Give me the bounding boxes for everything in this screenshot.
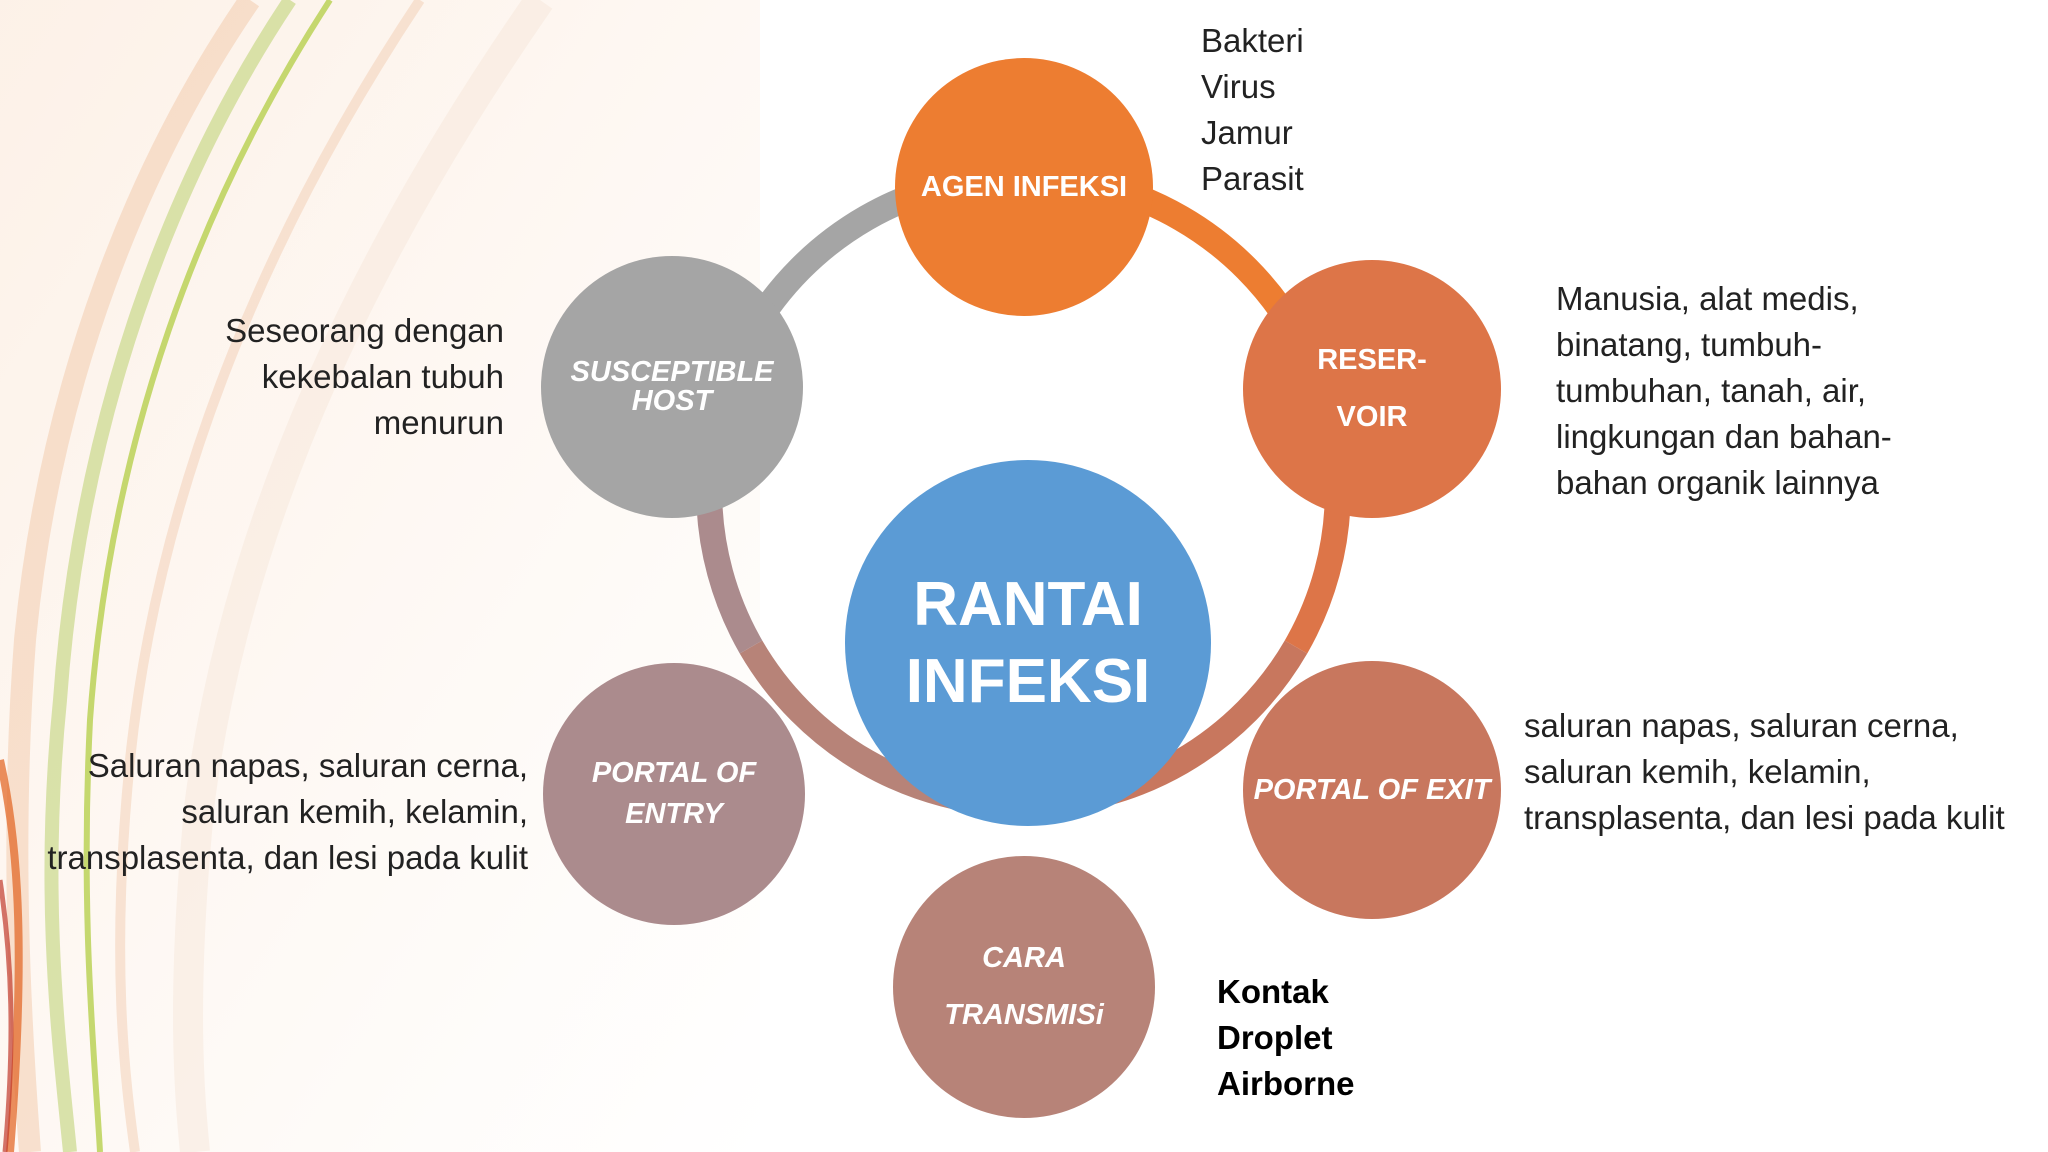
note-transmisi-line: Airborne bbox=[1217, 1065, 1355, 1102]
note-exit-line: transplasenta, dan lesi pada kulit bbox=[1524, 799, 2005, 836]
node-agen-infeksi: AGEN INFEKSI bbox=[895, 58, 1153, 316]
note-reservoir-line: lingkungan dan bahan- bbox=[1556, 418, 1892, 455]
note-reservoir-line: bahan organik lainnya bbox=[1556, 464, 1879, 501]
note-exit: saluran napas, saluran cerna, saluran ke… bbox=[1524, 703, 2005, 841]
note-reservoir-line: tumbuhan, tanah, air, bbox=[1556, 372, 1867, 409]
note-host-line: Seseorang dengan bbox=[225, 312, 504, 349]
note-entry: Saluran napas, saluran cerna, saluran ke… bbox=[47, 743, 528, 881]
note-reservoir-line: binatang, tumbuh- bbox=[1556, 326, 1823, 363]
note-transmisi-line: Droplet bbox=[1217, 1019, 1333, 1056]
node-host-label: SUSCEPTIBLE HOST bbox=[570, 356, 774, 417]
node-entry-line1: PORTAL OF bbox=[591, 757, 757, 789]
note-agen-line: Jamur bbox=[1201, 114, 1293, 151]
node-reservoir-line1: RESER- bbox=[1317, 344, 1427, 376]
note-agen: Bakteri Virus Jamur Parasit bbox=[1201, 18, 1304, 202]
node-cara-transmisi: CARA TRANSMISi bbox=[893, 856, 1155, 1118]
note-exit-line: saluran napas, saluran cerna, bbox=[1524, 707, 1959, 744]
center-title-line2: INFEKSI bbox=[905, 647, 1151, 716]
node-agen-label: AGEN INFEKSI bbox=[920, 170, 1128, 203]
node-reservoir: RESER- VOIR bbox=[1243, 260, 1501, 518]
node-portal-of-entry: PORTAL OF ENTRY bbox=[543, 663, 805, 925]
node-transmisi-line2: TRANSMISi bbox=[944, 999, 1104, 1031]
note-host-line: menurun bbox=[373, 404, 504, 441]
note-host: Seseorang dengan kekebalan tubuh menurun bbox=[225, 308, 504, 446]
center-title-line1: RANTAI bbox=[913, 569, 1143, 639]
note-transmisi: Kontak Droplet Airborne bbox=[1217, 969, 1355, 1107]
note-reservoir-line: Manusia, alat medis, bbox=[1556, 280, 1859, 317]
note-agen-line: Bakteri bbox=[1201, 22, 1304, 59]
node-exit-label: PORTAL OF EXIT bbox=[1253, 773, 1491, 806]
note-agen-line: Parasit bbox=[1201, 160, 1304, 197]
note-entry-line: Saluran napas, saluran cerna, bbox=[87, 747, 528, 784]
note-reservoir: Manusia, alat medis, binatang, tumbuh- t… bbox=[1556, 276, 1892, 506]
node-transmisi-line1: CARA bbox=[982, 942, 1066, 974]
node-entry-line2: ENTRY bbox=[625, 798, 723, 830]
note-exit-line: saluran kemih, kelamin, bbox=[1524, 753, 1871, 790]
center-circle-rantai-infeksi: RANTAI INFEKSI bbox=[845, 460, 1211, 826]
note-entry-line: transplasenta, dan lesi pada kulit bbox=[47, 839, 528, 876]
note-host-line: kekebalan tubuh bbox=[261, 358, 504, 395]
note-agen-line: Virus bbox=[1201, 68, 1276, 105]
node-reservoir-line2: VOIR bbox=[1336, 401, 1408, 433]
node-susceptible-host: SUSCEPTIBLE HOST bbox=[541, 256, 803, 518]
note-transmisi-line: Kontak bbox=[1217, 973, 1329, 1010]
node-portal-of-exit: PORTAL OF EXIT bbox=[1243, 661, 1501, 919]
note-entry-line: saluran kemih, kelamin, bbox=[181, 793, 528, 830]
